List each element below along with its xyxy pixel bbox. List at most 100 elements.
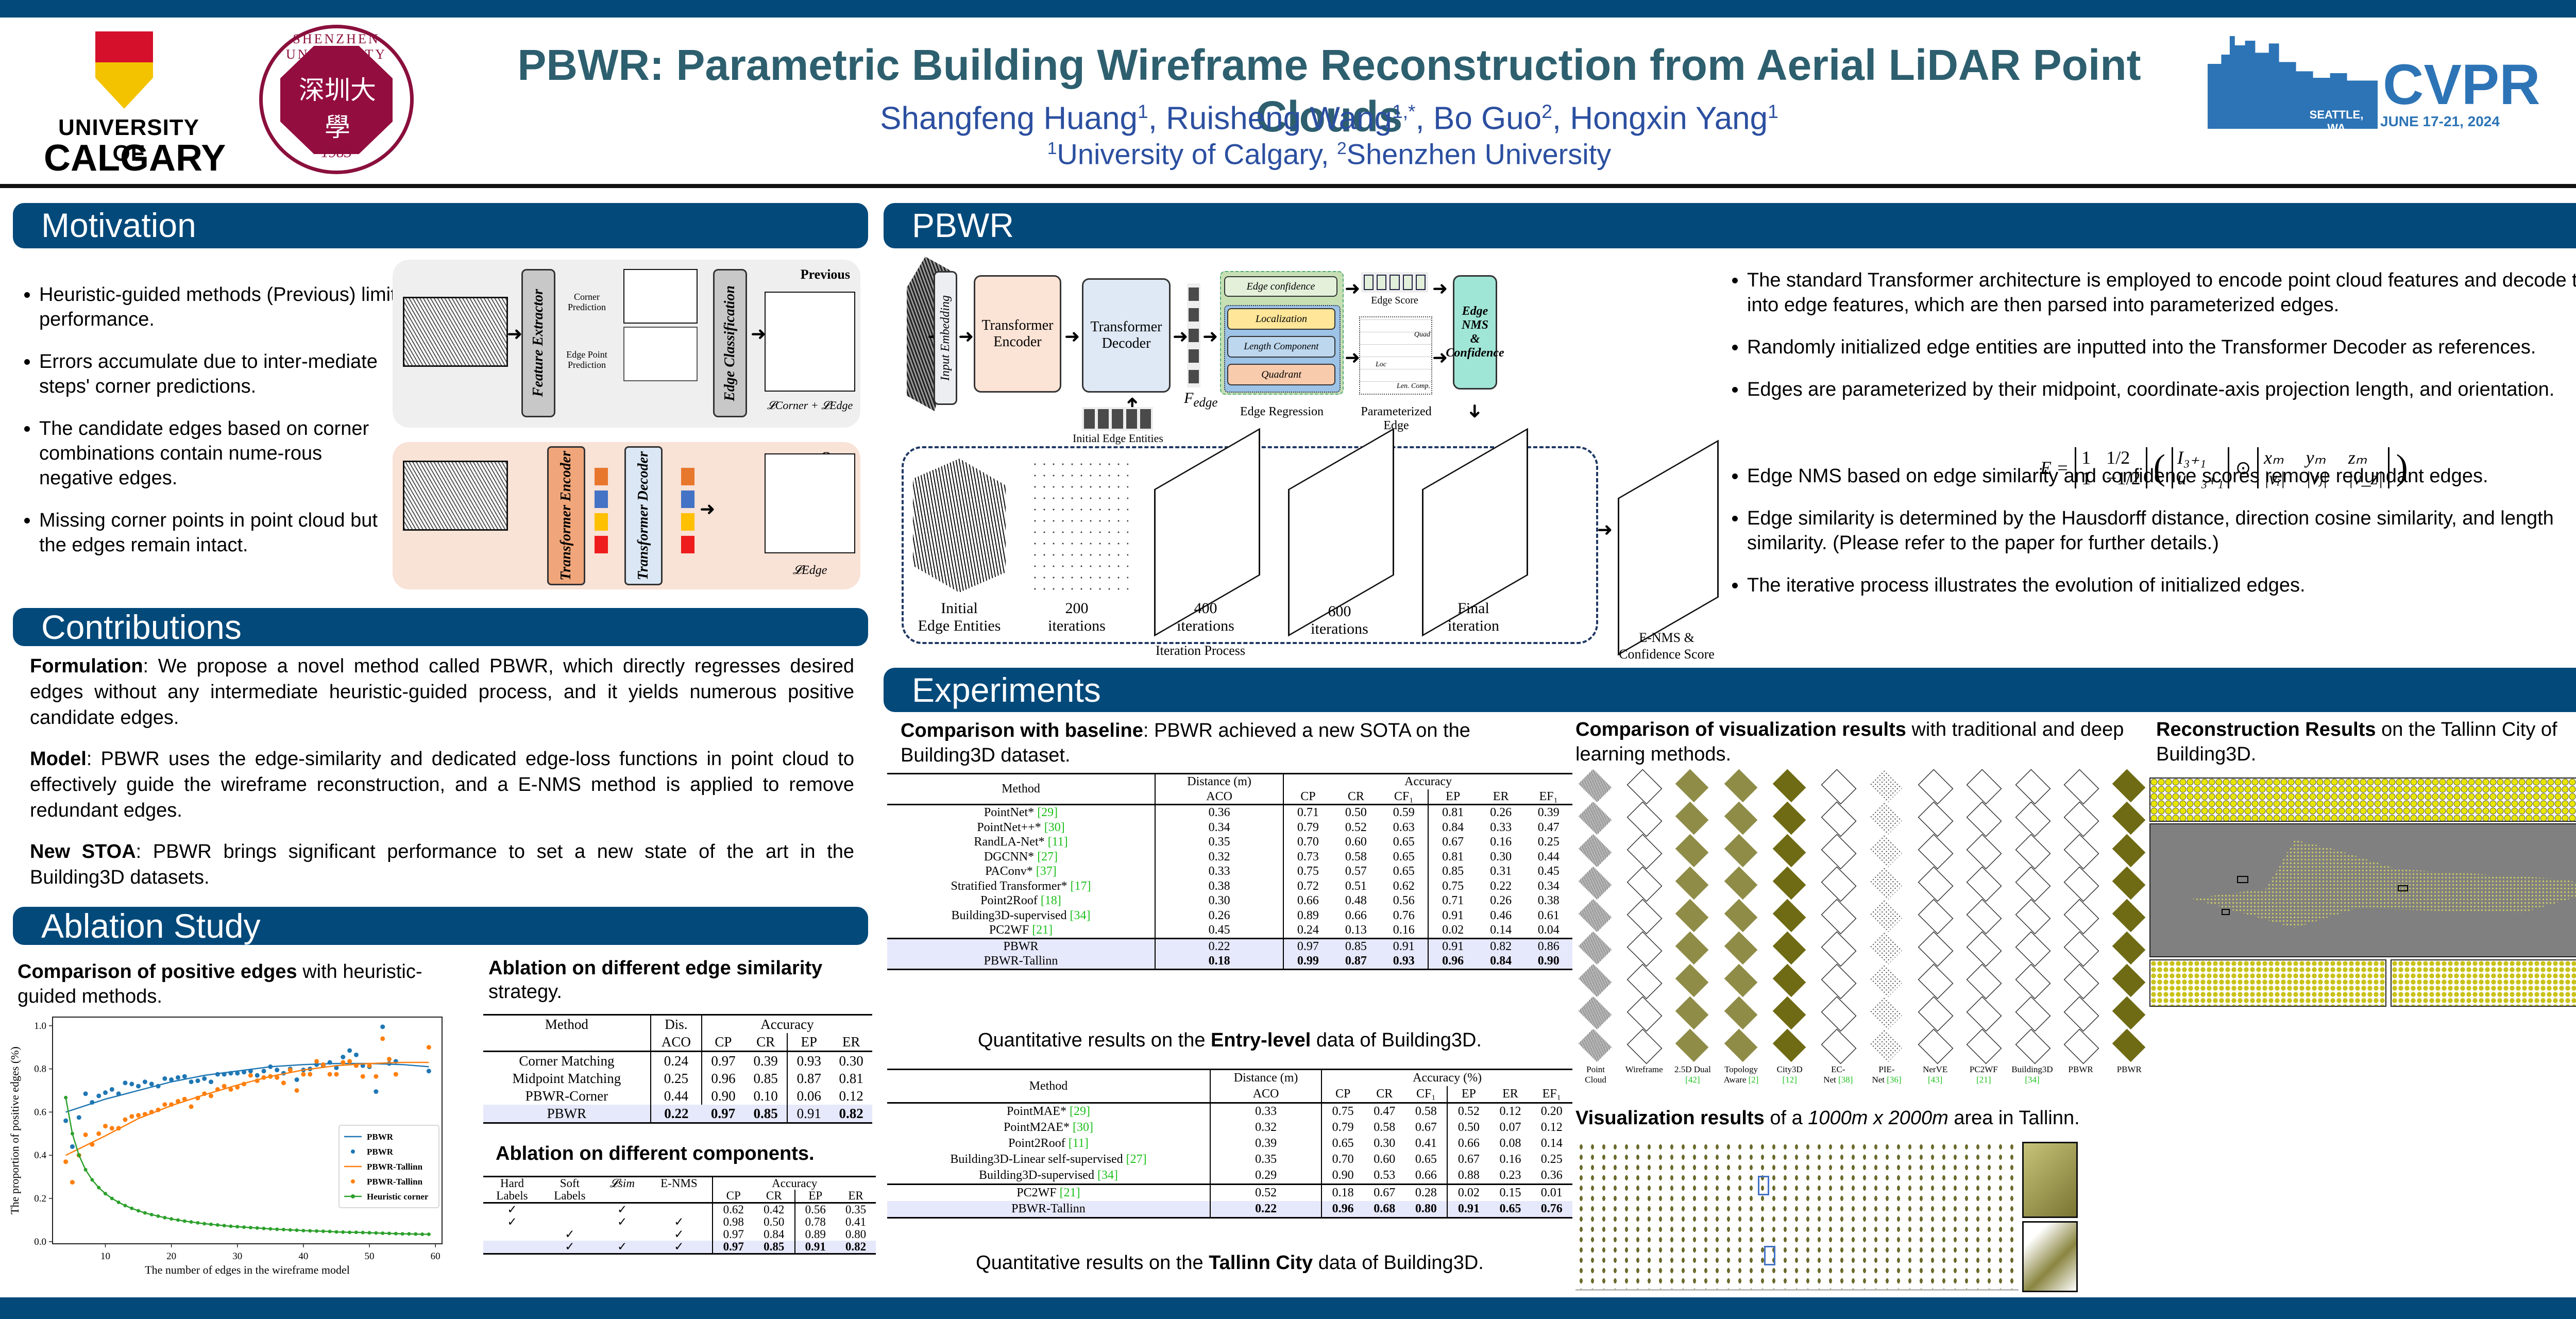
recon-detail-bottom-right [2391, 959, 2576, 1007]
cell: 0.25 [650, 1070, 702, 1087]
citation-link[interactable]: [17] [1070, 879, 1091, 893]
citation-link[interactable]: [42] [1685, 1075, 1700, 1085]
tallinn-caption: Quantitative results on the Tallinn City… [887, 1252, 1572, 1274]
data-point-pbwr [209, 1079, 214, 1085]
data-point-heuristic-corner [163, 1215, 167, 1220]
citation-link[interactable]: [30] [1072, 1121, 1093, 1134]
cell: 0.08 [1499, 1137, 1521, 1150]
author-name: Shangfeng Huang [880, 100, 1138, 137]
cell-method: PC2WF [21] [887, 1185, 1210, 1202]
citation-link[interactable]: [29] [1037, 806, 1058, 819]
legend-label: PBWR-Tallinn [367, 1177, 423, 1187]
method-name: PBWR-Tallinn [1011, 1202, 1086, 1215]
data-point-heuristic-corner [367, 1231, 371, 1235]
cell: 0.36 [1540, 1169, 1563, 1182]
vis-thumbnail [1918, 899, 1954, 935]
vis-thumbnail [1578, 931, 1612, 965]
vis-thumbnail [1821, 866, 1857, 902]
input-embedding-label: Input Embedding [938, 295, 952, 381]
cell: 0.22 [1490, 879, 1512, 893]
vis-thumbnail [1821, 769, 1857, 805]
citation-link[interactable]: [34] [1070, 908, 1091, 922]
th-distance: Distance (m) [1209, 1069, 1322, 1086]
cell: 0.33 [1490, 820, 1512, 834]
data-point-heuristic-corner [137, 1209, 141, 1213]
x-tick-label: 10 [100, 1251, 110, 1262]
th-col: CP [712, 1190, 754, 1203]
citation-link[interactable]: [38] [1838, 1075, 1853, 1085]
data-point-heuristic-corner [123, 1204, 127, 1208]
edge-point-image [623, 327, 698, 381]
vis-thumbnail [2112, 996, 2146, 1030]
citation-link[interactable]: [34] [1097, 1169, 1118, 1182]
citation-link[interactable]: [11] [1047, 835, 1068, 849]
pbwr-bullet: Randomly initialized edge entities are i… [1747, 335, 2576, 360]
contribution-text: : PBWR uses the edge-similarity and dedi… [30, 748, 854, 821]
cell: 0.42 [764, 1203, 785, 1216]
visualization-comparison-grid [1571, 769, 2154, 1064]
th-col: ER [848, 1189, 863, 1202]
data-point-heuristic-corner [70, 1131, 74, 1136]
cell: 0.97 [701, 1105, 745, 1123]
citation-link[interactable]: [43] [1928, 1075, 1943, 1085]
vis-thumbnail [1578, 801, 1612, 835]
arrow-down-icon: ➜ [1465, 403, 1486, 419]
cell: 0.48 [1345, 894, 1367, 907]
vis-thumbnail [1869, 963, 1903, 997]
cvpr-logo: SEATTLE, WA CVPR JUNE 17-21, 2024 [2208, 36, 2576, 134]
data-point-heuristic-corner [215, 1223, 219, 1227]
cell: 0.80 [845, 1228, 867, 1241]
cell: 0.35 [1209, 1152, 1322, 1168]
vis-column-label: PC2WF [21] [1959, 1064, 2008, 1097]
citation-link[interactable]: [21] [1976, 1075, 1991, 1085]
vis-thumbnail [1821, 801, 1857, 837]
decoder-label: Transformer Decoder [635, 451, 651, 581]
cell: 0.53 [1374, 1169, 1396, 1182]
vis-thumbnail [1772, 996, 1806, 1030]
citation-link[interactable]: [36] [1887, 1075, 1902, 1085]
citation-link[interactable]: [27] [1037, 850, 1058, 864]
method-name: PointM2AE* [1003, 1121, 1070, 1134]
citation-link[interactable]: [27] [1126, 1153, 1147, 1166]
motivation-bullets: Heuristic-guided methods (Previous) limi… [15, 282, 397, 575]
cell: 0.01 [1540, 1186, 1563, 1199]
citation-link[interactable]: [21] [1059, 1186, 1080, 1199]
transformer-encoder-block: Transformer Encoder [974, 275, 1061, 393]
cell-method: PBWR [483, 1105, 651, 1123]
cell: 0.50 [1345, 806, 1367, 819]
color-token-stack [681, 468, 694, 571]
th-accuracy: Accuracy [1283, 773, 1572, 789]
vis-thumbnail [1966, 801, 2002, 837]
citation-link[interactable]: [12] [1782, 1075, 1797, 1085]
data-point-pbwr-tallinn [109, 1126, 114, 1131]
point-cloud-image [403, 297, 508, 367]
data-point-pbwr [222, 1072, 227, 1077]
y-axis-label: The proportion of positive edges (%) [8, 1046, 21, 1214]
citation-link[interactable]: [34] [2025, 1075, 2040, 1085]
citation-link[interactable]: [11] [1068, 1137, 1089, 1150]
citation-link[interactable]: [21] [1032, 923, 1053, 937]
citation-link[interactable]: [18] [1040, 894, 1061, 907]
cell: 0.98 [712, 1216, 754, 1228]
data-point-pbwr-tallinn [142, 1112, 147, 1117]
cell: 0.41 [845, 1215, 867, 1228]
citation-link[interactable]: [37] [1036, 865, 1057, 878]
cell: 0.28 [1415, 1186, 1437, 1199]
citation-link[interactable]: [29] [1069, 1105, 1090, 1118]
vis-thumbnail [1821, 963, 1857, 1000]
citation-link[interactable]: [30] [1044, 820, 1065, 834]
cell: 0.90 [701, 1087, 745, 1105]
zoom-box [1764, 1246, 1775, 1265]
paren-open: ( [2153, 448, 2165, 487]
citation-link[interactable]: [2] [1748, 1075, 1759, 1085]
section-header-motivation: Motivation [13, 203, 868, 248]
table-row: Corner Matching 0.24 0.97 0.39 0.93 0.30 [483, 1051, 872, 1070]
th-col: ER [1502, 1087, 1518, 1101]
vis-thumbnail [2015, 963, 2051, 1000]
data-point-heuristic-corner [348, 1230, 352, 1235]
vis-thumbnail [1966, 899, 2002, 935]
data-point-pbwr-tallinn [169, 1102, 174, 1107]
